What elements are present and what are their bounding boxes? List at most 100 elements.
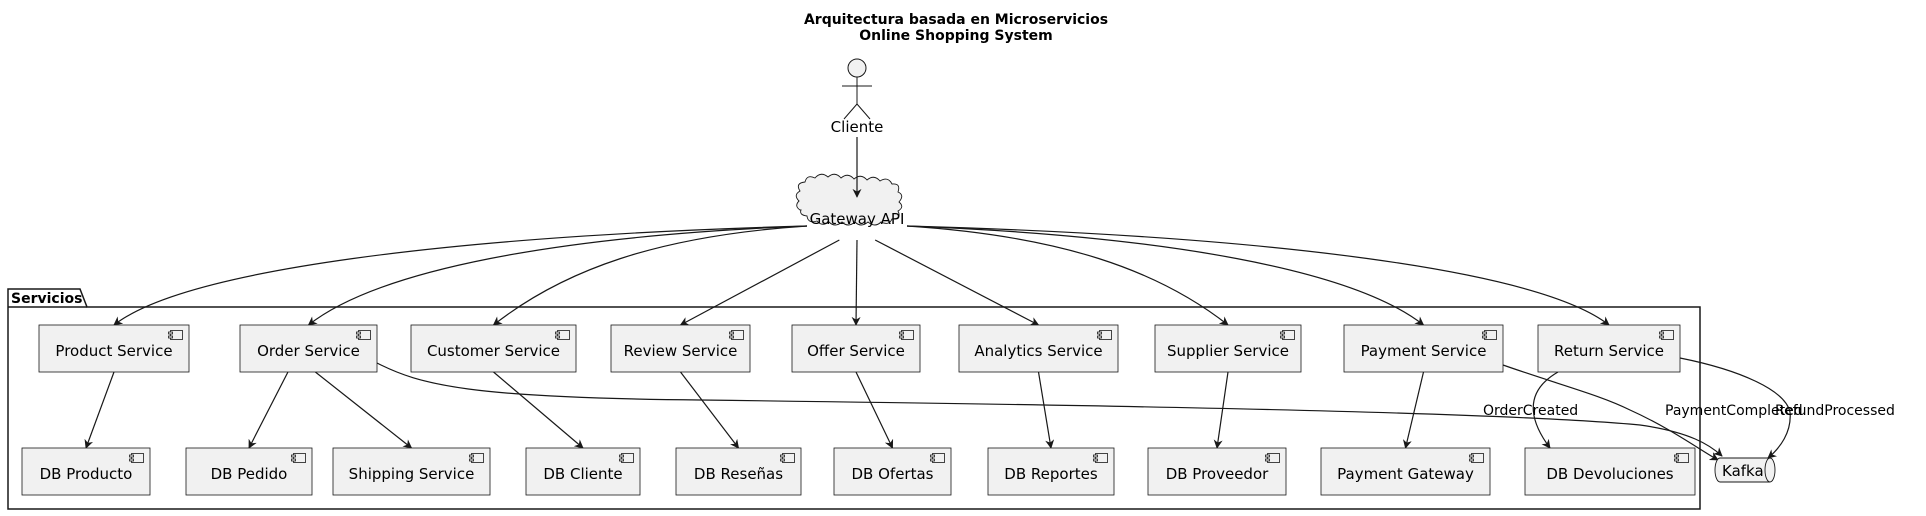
analytics-label: Analytics Service <box>974 342 1102 360</box>
payment-gateway-label: Payment Gateway <box>1337 465 1474 483</box>
diagram-title-line2: Online Shopping System <box>859 28 1053 44</box>
offer-component[interactable]: Offer Service <box>791 324 921 373</box>
package-label: Servicios <box>11 291 82 307</box>
edge-gateway-to-product <box>113 225 808 326</box>
component-icon <box>1280 330 1295 340</box>
edge-gateway-to-order <box>307 225 808 326</box>
db-resenas-component[interactable]: DB Reseñas <box>675 447 802 496</box>
db-pedido-box <box>185 447 313 496</box>
review-component[interactable]: Review Service <box>610 324 751 373</box>
component-icon <box>1659 330 1674 340</box>
component-icon <box>129 453 144 463</box>
db-devoluciones-component[interactable]: DB Devoluciones <box>1524 447 1696 496</box>
customer-component[interactable]: Customer Service <box>410 324 577 373</box>
gateway-api-cloud[interactable]: Gateway API <box>795 173 904 228</box>
db-pedido-component[interactable]: DB Pedido <box>185 447 313 496</box>
component-icon <box>1482 330 1497 340</box>
order-label: Order Service <box>257 342 360 360</box>
edge-order-to-db-pedido <box>248 371 289 449</box>
order-component[interactable]: Order Service <box>239 324 378 373</box>
shipping-box <box>332 447 491 496</box>
db-cliente-label: DB Cliente <box>543 465 622 483</box>
supplier-component[interactable]: Supplier Service <box>1154 324 1302 373</box>
db-devoluciones-box <box>1524 447 1696 496</box>
actor-label: Cliente <box>831 118 884 136</box>
db-producto-component[interactable]: DB Producto <box>21 447 151 496</box>
component-icon <box>291 453 306 463</box>
edge-offer-to-db-ofertas <box>855 371 894 449</box>
edge-gateway-to-return <box>906 225 1610 326</box>
component-icon <box>780 453 795 463</box>
db-reportes-component[interactable]: DB Reportes <box>987 447 1115 496</box>
edge-return-to-kafka <box>1679 357 1791 459</box>
kafka-queue[interactable]: Kafka <box>1714 457 1776 483</box>
payment-gateway-box <box>1320 447 1491 496</box>
component-icon <box>469 453 484 463</box>
product-box <box>38 324 190 373</box>
actor-icon <box>842 58 872 120</box>
edge-payment-to-payment-gateway <box>1402 371 1425 449</box>
shipping-label: Shipping Service <box>349 465 475 483</box>
edge-product-to-db-producto <box>84 371 115 449</box>
edge-gateway-to-payment <box>906 225 1425 326</box>
component-icon <box>619 453 634 463</box>
customer-box <box>410 324 577 373</box>
component-icon <box>1265 453 1280 463</box>
product-label: Product Service <box>55 342 172 360</box>
edge-gateway-to-customer <box>492 225 808 326</box>
payment-box <box>1343 324 1504 373</box>
product-component[interactable]: Product Service <box>38 324 190 373</box>
return-label: Return Service <box>1554 342 1664 360</box>
db-cliente-component[interactable]: DB Cliente <box>525 447 641 496</box>
db-resenas-label: DB Reseñas <box>694 465 783 483</box>
nodes: Product Service Order Service Customer Ser… <box>21 324 1696 496</box>
component-icon <box>168 330 183 340</box>
db-reportes-box <box>987 447 1115 496</box>
db-ofertas-component[interactable]: DB Ofertas <box>833 447 952 496</box>
analytics-box <box>958 324 1119 373</box>
db-proveedor-label: DB Proveedor <box>1166 465 1269 483</box>
component-icon <box>930 453 945 463</box>
actor-cliente[interactable]: Cliente <box>831 58 884 136</box>
component-icon <box>729 330 744 340</box>
offer-label: Offer Service <box>807 342 905 360</box>
component-icon <box>1097 330 1112 340</box>
edge-analytics-to-db-reportes <box>1037 371 1055 449</box>
db-producto-box <box>21 447 151 496</box>
db-proveedor-box <box>1147 447 1287 496</box>
review-box <box>610 324 751 373</box>
edge-gateway-to-supplier <box>906 225 1229 326</box>
edge-return-to-kafka-label: RefundProcessed <box>1775 403 1895 419</box>
edge-review-to-db-resenas <box>680 371 740 449</box>
return-component[interactable]: Return Service <box>1537 324 1681 373</box>
edge-order-to-shipping <box>314 371 413 449</box>
edge-order-to-kafka-label: OrderCreated <box>1483 403 1578 419</box>
review-label: Review Service <box>624 342 738 360</box>
db-ofertas-label: DB Ofertas <box>852 465 934 483</box>
kafka-label: Kafka <box>1722 462 1764 480</box>
edge-order-to-kafka <box>376 362 1723 457</box>
db-pedido-label: DB Pedido <box>211 465 288 483</box>
edge-supplier-to-db-proveedor <box>1213 371 1229 449</box>
component-icon <box>1469 453 1484 463</box>
edge-gateway-to-analytics <box>874 239 1040 326</box>
payment-gateway-component[interactable]: Payment Gateway <box>1320 447 1491 496</box>
component-icon <box>1674 453 1689 463</box>
shipping-component[interactable]: Shipping Service <box>332 447 491 496</box>
db-producto-label: DB Producto <box>40 465 133 483</box>
edge-gateway-to-offer <box>851 239 861 326</box>
component-icon <box>356 330 371 340</box>
payment-component[interactable]: Payment Service <box>1343 324 1504 373</box>
diagram-title-line1: Arquitectura basada en Microservicios <box>804 12 1108 28</box>
supplier-label: Supplier Service <box>1167 342 1289 360</box>
edges <box>84 137 1791 461</box>
component-icon <box>555 330 570 340</box>
edge-payment-to-kafka <box>1502 364 1719 461</box>
db-devoluciones-label: DB Devoluciones <box>1546 465 1673 483</box>
db-proveedor-component[interactable]: DB Proveedor <box>1147 447 1287 496</box>
db-reportes-label: DB Reportes <box>1004 465 1098 483</box>
customer-label: Customer Service <box>427 342 560 360</box>
payment-label: Payment Service <box>1361 342 1487 360</box>
analytics-component[interactable]: Analytics Service <box>958 324 1119 373</box>
